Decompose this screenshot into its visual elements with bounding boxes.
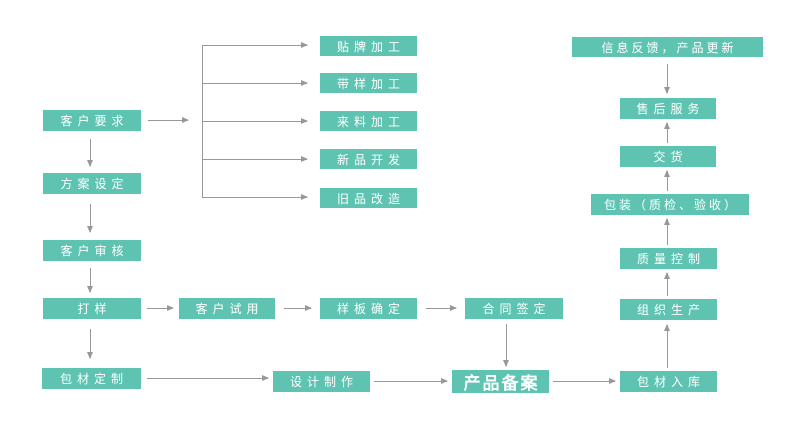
node-delivery: 交货 [620, 146, 716, 167]
arrow-warehousing-to-production [664, 324, 670, 368]
node-sample-processing: 带样加工 [320, 73, 417, 93]
arrow-request-to-plan [87, 139, 93, 167]
arrow-delivery-to-aftersales [664, 122, 670, 143]
node-quality-control: 质量控制 [620, 248, 717, 269]
node-customer-trial: 客户试用 [179, 298, 275, 319]
node-feedback-update: 信息反馈，产品更新 [572, 37, 763, 57]
node-packaging-material-custom: 包材定制 [42, 368, 141, 389]
node-packing-inspection: 包装（质检、验收） [591, 194, 749, 215]
node-design-production: 设计制作 [273, 371, 370, 392]
node-incoming-processing: 来料加工 [320, 111, 417, 131]
node-customer-request: 客户要求 [43, 110, 141, 131]
arrow-request-to-branches [148, 117, 189, 123]
node-proofing: 打样 [43, 298, 141, 319]
arrow-review-to-proofing [87, 268, 93, 293]
arrow-proofing-to-packmaterial [87, 329, 93, 359]
arrow-filing-to-warehousing [553, 378, 616, 384]
node-contract-signing: 合同签定 [465, 298, 563, 319]
arrow-trial-to-sampleconfirm [284, 305, 312, 311]
branch-trunk-line [202, 46, 203, 198]
arrow-quality-to-packing [664, 218, 670, 245]
arrow-branch-newproduct [202, 156, 308, 162]
arrow-production-to-quality [664, 272, 670, 296]
arrow-branch-sample [202, 80, 308, 86]
node-packaging-warehousing: 包材入库 [620, 371, 717, 392]
arrow-packmaterial-to-design [147, 375, 269, 381]
arrow-branch-oem [202, 42, 308, 48]
arrow-plan-to-review [87, 204, 93, 233]
arrow-sampleconfirm-to-contract [426, 305, 457, 311]
arrow-branch-incoming [202, 118, 308, 124]
node-organize-production: 组织生产 [620, 299, 717, 320]
arrow-feedback-to-aftersales [664, 64, 670, 94]
arrow-design-to-filing [374, 378, 448, 384]
node-plan-setting: 方案设定 [43, 173, 141, 194]
node-after-sales: 售后服务 [620, 98, 716, 119]
node-new-product-dev: 新品开发 [320, 149, 417, 169]
node-old-product-remake: 旧品改造 [320, 188, 417, 208]
arrow-contract-to-filing [503, 324, 509, 367]
arrow-proofing-to-trial [147, 305, 174, 311]
node-oem-processing: 贴牌加工 [320, 36, 417, 56]
arrow-branch-oldproduct [202, 194, 308, 200]
arrow-packing-to-delivery [664, 170, 670, 191]
node-sample-confirm: 样板确定 [320, 298, 417, 319]
node-customer-review: 客户审核 [43, 240, 141, 261]
node-product-filing: 产品备案 [452, 370, 549, 393]
